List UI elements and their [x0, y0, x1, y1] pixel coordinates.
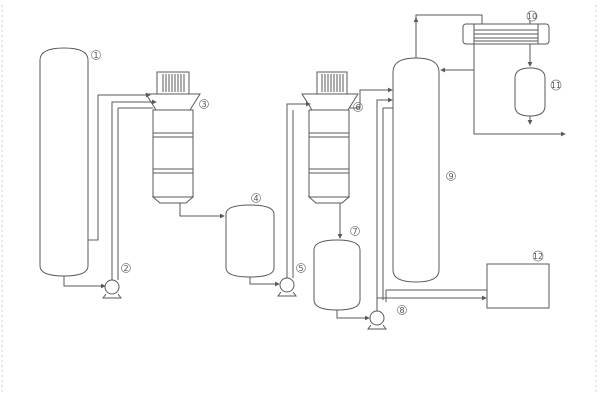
label-8: 8	[397, 305, 407, 315]
pipe-2-to-3	[111, 99, 157, 280]
svg-text:2: 2	[123, 264, 128, 273]
pipe-to-3-top	[88, 92, 151, 241]
vessel-1	[39, 47, 89, 277]
label-1: 1	[91, 50, 101, 60]
label-6: 6	[353, 102, 363, 112]
svg-text:4: 4	[253, 194, 258, 203]
svg-text:9: 9	[448, 172, 453, 181]
pipe-7-to-8	[336, 310, 370, 321]
tank-4	[225, 204, 275, 278]
svg-text:3: 3	[201, 100, 206, 109]
column-3	[145, 71, 201, 204]
label-2: 2	[121, 263, 131, 273]
column-6	[301, 71, 359, 204]
svg-text:1: 1	[93, 51, 98, 60]
motor-3	[162, 74, 185, 92]
motor-6	[321, 74, 344, 92]
svg-text:6: 6	[355, 103, 360, 112]
label-7: 7	[350, 226, 360, 236]
pipe-5-to-6	[286, 101, 311, 278]
piping	[63, 14, 566, 321]
receiver-11	[514, 67, 546, 117]
tank-7	[313, 239, 361, 311]
label-4: 4	[251, 193, 261, 203]
label-9: 9	[446, 171, 456, 181]
svg-text:8: 8	[399, 306, 404, 315]
label-5: 5	[296, 263, 306, 273]
condenser-10	[462, 20, 550, 45]
svg-text:12: 12	[533, 252, 543, 261]
label-3: 3	[199, 99, 209, 109]
pipe-1-to-2	[63, 276, 106, 289]
pipe-product-out	[473, 70, 566, 137]
pipe-8-to-9	[376, 97, 393, 311]
pump-2	[102, 279, 122, 299]
svg-text:11: 11	[551, 81, 561, 90]
label-12: 12	[532, 250, 544, 262]
pipe-3-to-4	[179, 203, 225, 219]
pump-8	[367, 310, 387, 330]
label-10: 10	[526, 10, 538, 22]
unit-12	[486, 263, 550, 309]
svg-text:5: 5	[298, 264, 303, 273]
label-11: 11	[550, 79, 562, 91]
pipe-4-to-5	[249, 277, 280, 287]
svg-text:10: 10	[527, 12, 537, 21]
pipe-reflux	[440, 44, 475, 73]
svg-text:7: 7	[352, 227, 357, 236]
pump-5	[277, 277, 297, 297]
pipe-9-to-10	[415, 14, 483, 58]
pipe-6-to-9	[350, 87, 393, 109]
column-9	[392, 57, 440, 283]
